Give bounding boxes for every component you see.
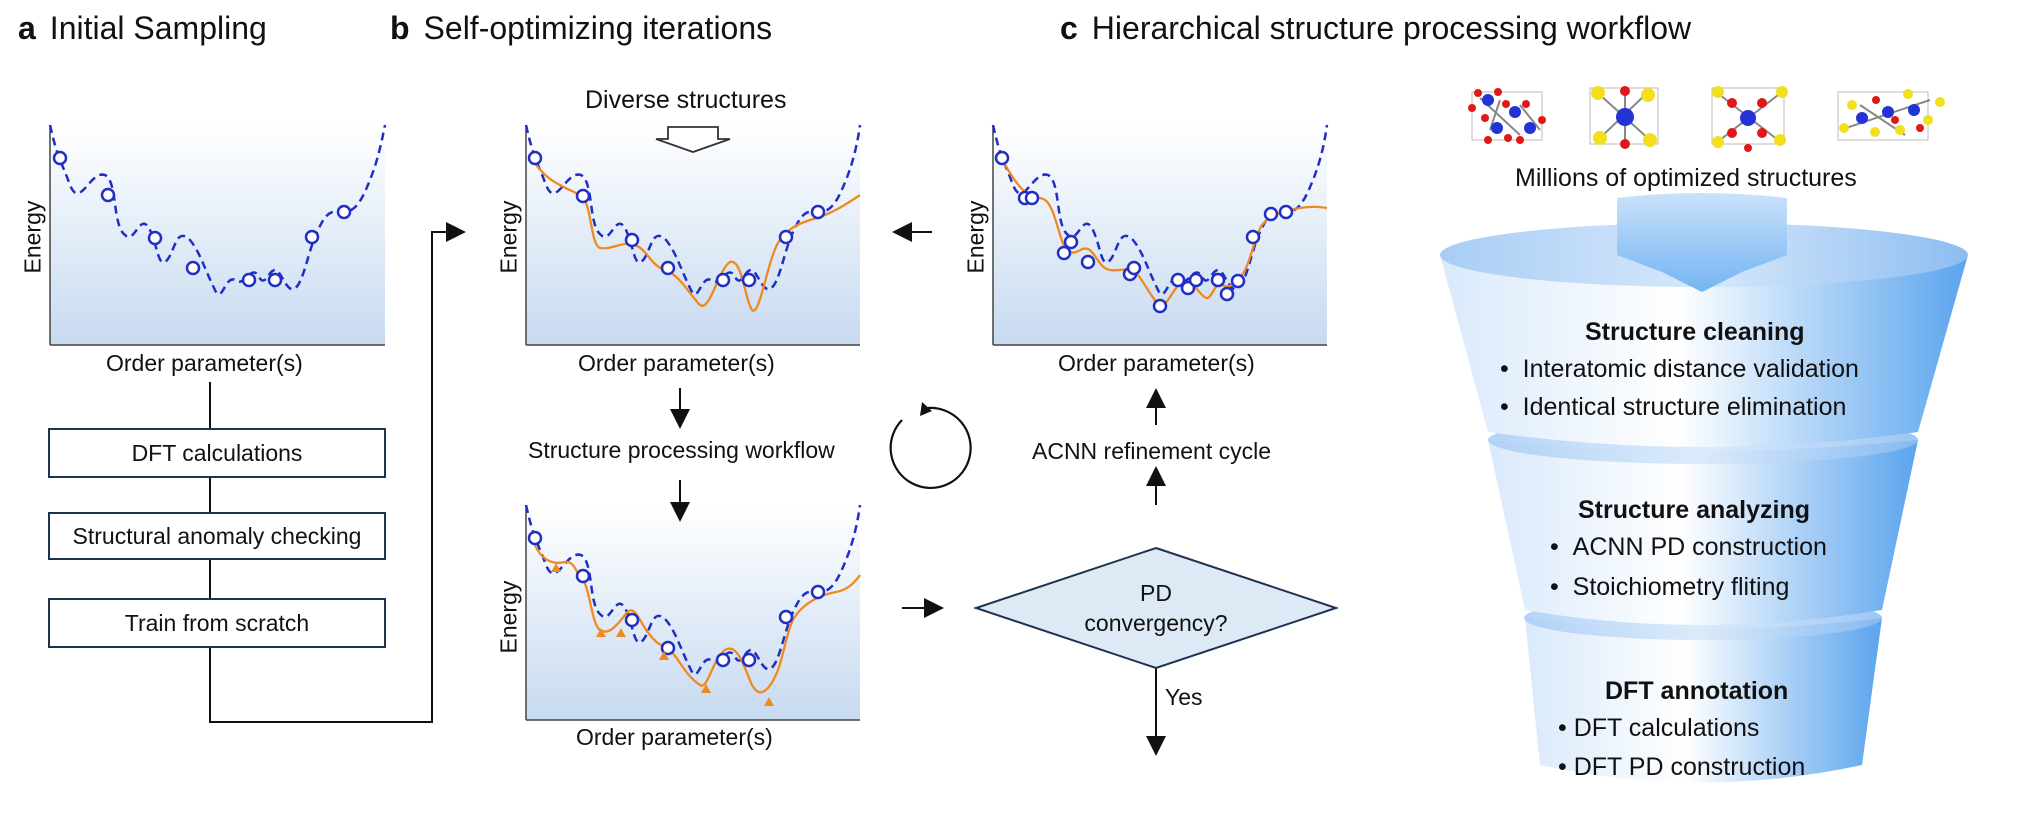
panel-b-bottom-left-xlabel: Order parameter(s) xyxy=(576,724,773,750)
crystal-structure-icon-1 xyxy=(1468,88,1546,144)
step-train-from-scratch: Train from scratch xyxy=(48,598,386,648)
panel-b-top-left-ylabel: Energy xyxy=(495,200,522,274)
panel-a-dft-curve xyxy=(48,124,387,296)
diverse-structures-label: Diverse structures xyxy=(585,86,787,114)
step-structural-anomaly-checking: Structural anomaly checking xyxy=(48,512,386,560)
panel-a-sample-point xyxy=(100,187,116,203)
structure-processing-workflow-label: Structure processing workflow xyxy=(528,437,835,463)
panel-a-sample-point xyxy=(336,204,352,220)
diverse-structures-arrow xyxy=(655,126,731,153)
stage-1-item: • Identical structure elimination xyxy=(1500,393,1847,421)
crystal-structure-icon-2 xyxy=(1589,86,1659,149)
yes-label: Yes xyxy=(1165,684,1203,710)
panel-c-title: c Hierarchical structure processing workf… xyxy=(1060,10,1691,47)
crystal-structure-icon-4 xyxy=(1837,89,1945,141)
stage-2-heading: Structure analyzing xyxy=(1578,496,1810,524)
step-dft-calculations: DFT calculations xyxy=(48,428,386,478)
panel-a-title-text: Initial Sampling xyxy=(49,10,267,46)
panel-a-sample-point xyxy=(267,272,283,288)
panel-a-sample-point xyxy=(147,230,163,246)
added-sample-marker xyxy=(616,628,626,637)
panel-a-title: a Initial Sampling xyxy=(18,10,267,47)
panel-a-xlabel: Order parameter(s) xyxy=(106,350,303,376)
decision-text-line2: convergency? xyxy=(1084,610,1228,636)
stage-3-item: • DFT PD construction xyxy=(1558,753,1806,781)
millions-of-structures-label: Millions of optimized structures xyxy=(1515,164,1857,192)
funnel-input-arrow xyxy=(1617,193,1787,292)
funnel-segment-3 xyxy=(1525,618,1882,783)
panel-a-sample-point xyxy=(185,260,201,276)
stage-1-item: • Interatomic distance validation xyxy=(1500,355,1859,383)
panel-b-top-right-ylabel: Energy xyxy=(962,200,989,274)
panel-a-plot-fill xyxy=(50,125,385,345)
panel-b-plot-bottom-left xyxy=(524,504,862,721)
stage-3-heading: DFT annotation xyxy=(1605,677,1789,705)
stage-2-item: • Stoichiometry fliting xyxy=(1550,573,1790,601)
crystal-structure-icon-3 xyxy=(1711,86,1788,152)
refresh-cycle-icon xyxy=(889,402,972,490)
pd-convergency-diamond xyxy=(972,546,1340,670)
panel-b-letter: b xyxy=(390,10,410,46)
added-sample-marker xyxy=(551,563,561,572)
added-sample-marker xyxy=(764,697,774,706)
panel-b-top-right-xlabel: Order parameter(s) xyxy=(1058,350,1255,376)
panel-b-top-left-xlabel: Order parameter(s) xyxy=(578,350,775,376)
added-sample-marker xyxy=(701,684,711,693)
added-sample-marker xyxy=(659,651,669,660)
panel-a-sample-point xyxy=(52,150,68,166)
panel-a-to-b-arrow xyxy=(209,222,466,723)
funnel-segment-1 xyxy=(1440,255,1968,447)
panel-c-letter: c xyxy=(1060,10,1078,46)
panel-a-letter: a xyxy=(18,10,36,46)
panel-b-title: b Self-optimizing iterations xyxy=(390,10,772,47)
panel-b-plot-top-left xyxy=(524,124,862,346)
stage-2-item: • ACNN PD construction xyxy=(1550,533,1827,561)
panel-b-plot-top-right xyxy=(991,124,1329,346)
funnel-segment-2 xyxy=(1488,440,1918,625)
panel-a-ylabel: Energy xyxy=(19,200,46,274)
panel-c-title-text: Hierarchical structure processing workfl… xyxy=(1091,10,1692,46)
decision-text-line1: PD xyxy=(1140,580,1172,606)
stage-3-item: • DFT calculations xyxy=(1558,714,1760,742)
panel-b-title-text: Self-optimizing iterations xyxy=(423,10,773,46)
panel-a-sample-point xyxy=(241,272,257,288)
added-sample-marker xyxy=(596,628,606,637)
panel-b-bottom-left-ylabel: Energy xyxy=(495,580,522,654)
stage-1-heading: Structure cleaning xyxy=(1585,318,1805,346)
acnn-refinement-cycle-label: ACNN refinement cycle xyxy=(1032,438,1272,464)
funnel xyxy=(1440,193,1968,783)
panel-a-sample-point xyxy=(304,229,320,245)
panel-a-plot xyxy=(48,124,387,346)
